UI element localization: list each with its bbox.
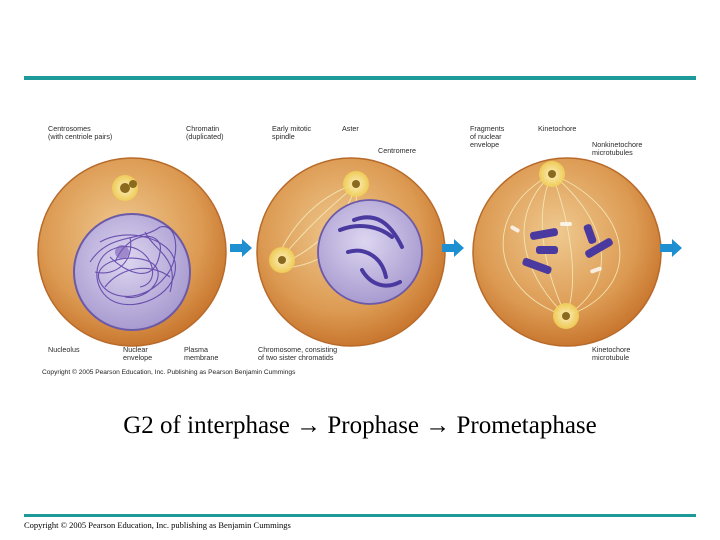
mitosis-illustration <box>37 157 682 347</box>
label-kinetochore-microtubule: Kinetochore microtubule <box>592 345 631 362</box>
label-centrosomes: Centrosomes (with centriole pairs) <box>48 124 113 141</box>
label-aster: Aster <box>342 124 359 133</box>
label-plasma-membrane: Plasma membrane <box>184 345 219 362</box>
top-divider <box>24 76 696 80</box>
label-kinetochore: Kinetochore <box>538 124 577 133</box>
mitosis-figure: Centrosomes (with centriole pairs) Chrom… <box>30 112 695 384</box>
footer-copyright: Copyright © 2005 Pearson Education, Inc.… <box>24 520 291 530</box>
label-centromere: Centromere <box>378 146 416 155</box>
bottom-divider <box>24 514 696 517</box>
label-fragments: Fragments of nuclear envelope <box>470 124 505 149</box>
label-nuclear-envelope: Nuclear envelope <box>123 345 153 362</box>
slide-caption: G2 of interphase → Prophase → Prometapha… <box>123 412 597 439</box>
cell-prometaphase <box>472 157 662 347</box>
label-chromatin: Chromatin (duplicated) <box>186 124 224 141</box>
arrow-1-icon <box>230 239 252 257</box>
arrow-2-icon <box>442 239 464 257</box>
cell-prophase <box>256 157 446 347</box>
arrow-3-icon <box>660 239 682 257</box>
label-nonkinetochore: Nonkinetochore microtubules <box>592 140 643 157</box>
cell-g2-interphase <box>37 157 227 347</box>
label-early-spindle: Early mitotic spindle <box>272 124 312 141</box>
figure-copyright: Copyright © 2005 Pearson Education, Inc.… <box>42 369 296 376</box>
label-chromosome: Chromosome, consisting of two sister chr… <box>258 345 338 362</box>
label-nucleolus: Nucleolus <box>48 345 80 354</box>
